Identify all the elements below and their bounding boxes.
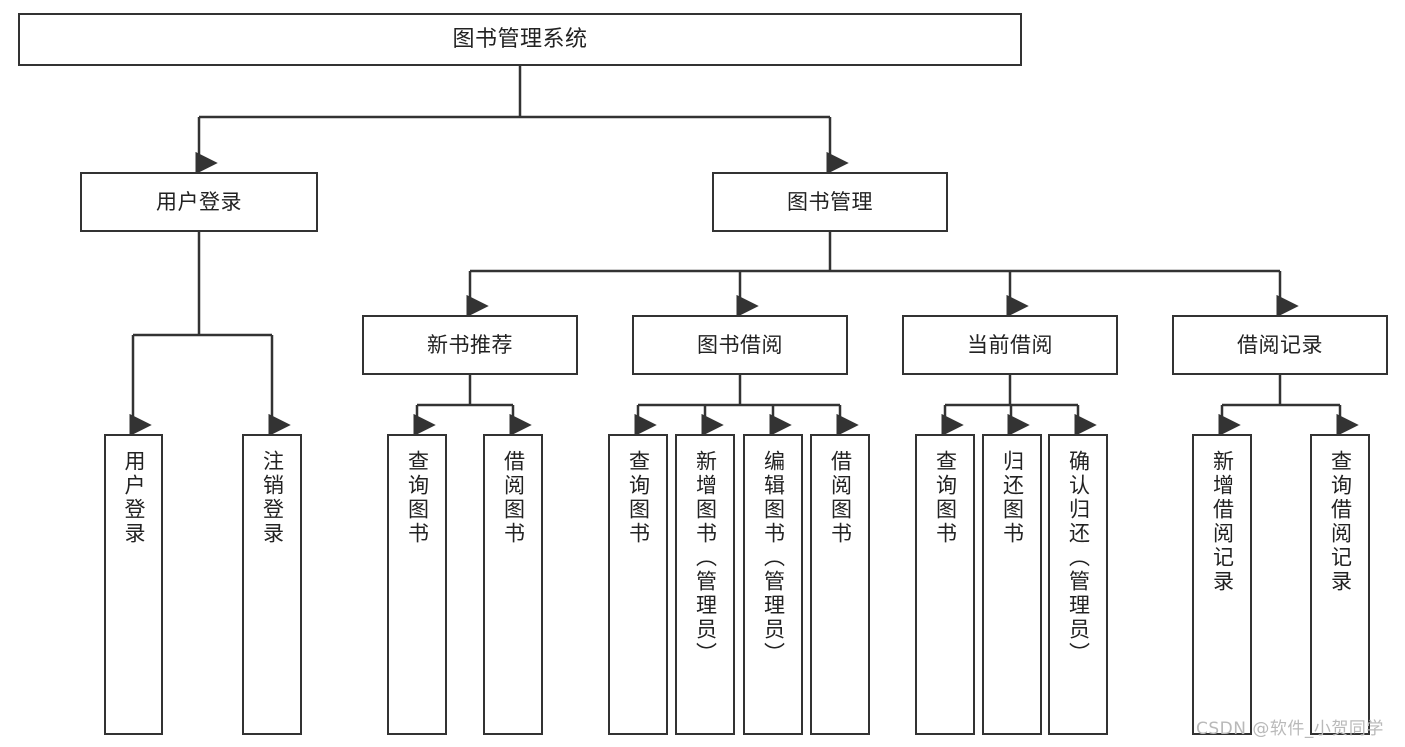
node-leaf-current-query[interactable]: 查询图书 bbox=[915, 434, 975, 735]
node-root[interactable]: 图书管理系统 bbox=[18, 13, 1022, 66]
node-leaf-label: 编辑图书（管理员） bbox=[761, 450, 786, 666]
node-borrow-record[interactable]: 借阅记录 bbox=[1172, 315, 1388, 375]
node-new-book-recommend[interactable]: 新书推荐 bbox=[362, 315, 578, 375]
node-leaf-label: 查询图书 bbox=[933, 450, 958, 546]
node-leaf-record-query[interactable]: 查询借阅记录 bbox=[1310, 434, 1370, 735]
node-new-book-recommend-label: 新书推荐 bbox=[427, 332, 513, 357]
node-leaf-label: 借阅图书 bbox=[828, 450, 853, 546]
watermark: CSDN @软件_小贺同学 bbox=[1196, 719, 1384, 739]
node-leaf-label: 查询图书 bbox=[626, 450, 651, 546]
node-leaf-borrow-add-book[interactable]: 新增图书（管理员） bbox=[675, 434, 735, 735]
node-book-management-label: 图书管理 bbox=[787, 189, 873, 214]
node-leaf-label: 确认归还（管理员） bbox=[1066, 450, 1091, 666]
node-leaf-borrow-query[interactable]: 查询图书 bbox=[608, 434, 668, 735]
node-leaf-borrow-edit-book[interactable]: 编辑图书（管理员） bbox=[743, 434, 803, 735]
node-leaf-label: 新增图书（管理员） bbox=[693, 450, 718, 666]
node-leaf-new-book-borrow[interactable]: 借阅图书 bbox=[483, 434, 543, 735]
node-leaf-label: 用户登录 bbox=[122, 450, 146, 546]
node-leaf-user-login-login[interactable]: 用户登录 bbox=[104, 434, 163, 735]
node-current-borrow[interactable]: 当前借阅 bbox=[902, 315, 1118, 375]
node-leaf-record-add[interactable]: 新增借阅记录 bbox=[1192, 434, 1252, 735]
node-leaf-user-login-logout[interactable]: 注销登录 bbox=[242, 434, 302, 735]
node-leaf-label: 查询借阅记录 bbox=[1328, 450, 1353, 594]
node-book-borrow[interactable]: 图书借阅 bbox=[632, 315, 848, 375]
node-leaf-current-confirm-return[interactable]: 确认归还（管理员） bbox=[1048, 434, 1108, 735]
node-leaf-new-book-query[interactable]: 查询图书 bbox=[387, 434, 447, 735]
node-leaf-label: 归还图书 bbox=[1000, 450, 1025, 546]
node-book-management[interactable]: 图书管理 bbox=[712, 172, 948, 232]
node-leaf-label: 新增借阅记录 bbox=[1210, 450, 1235, 594]
node-leaf-borrow-borrow-book[interactable]: 借阅图书 bbox=[810, 434, 870, 735]
node-user-login[interactable]: 用户登录 bbox=[80, 172, 318, 232]
node-book-borrow-label: 图书借阅 bbox=[697, 332, 783, 357]
node-leaf-label: 查询图书 bbox=[405, 450, 430, 546]
node-leaf-label: 注销登录 bbox=[260, 450, 285, 546]
node-user-login-label: 用户登录 bbox=[156, 189, 242, 214]
node-root-label: 图书管理系统 bbox=[452, 26, 588, 52]
node-leaf-label: 借阅图书 bbox=[501, 450, 526, 546]
node-current-borrow-label: 当前借阅 bbox=[967, 332, 1053, 357]
node-borrow-record-label: 借阅记录 bbox=[1237, 332, 1323, 357]
node-leaf-current-return[interactable]: 归还图书 bbox=[982, 434, 1042, 735]
